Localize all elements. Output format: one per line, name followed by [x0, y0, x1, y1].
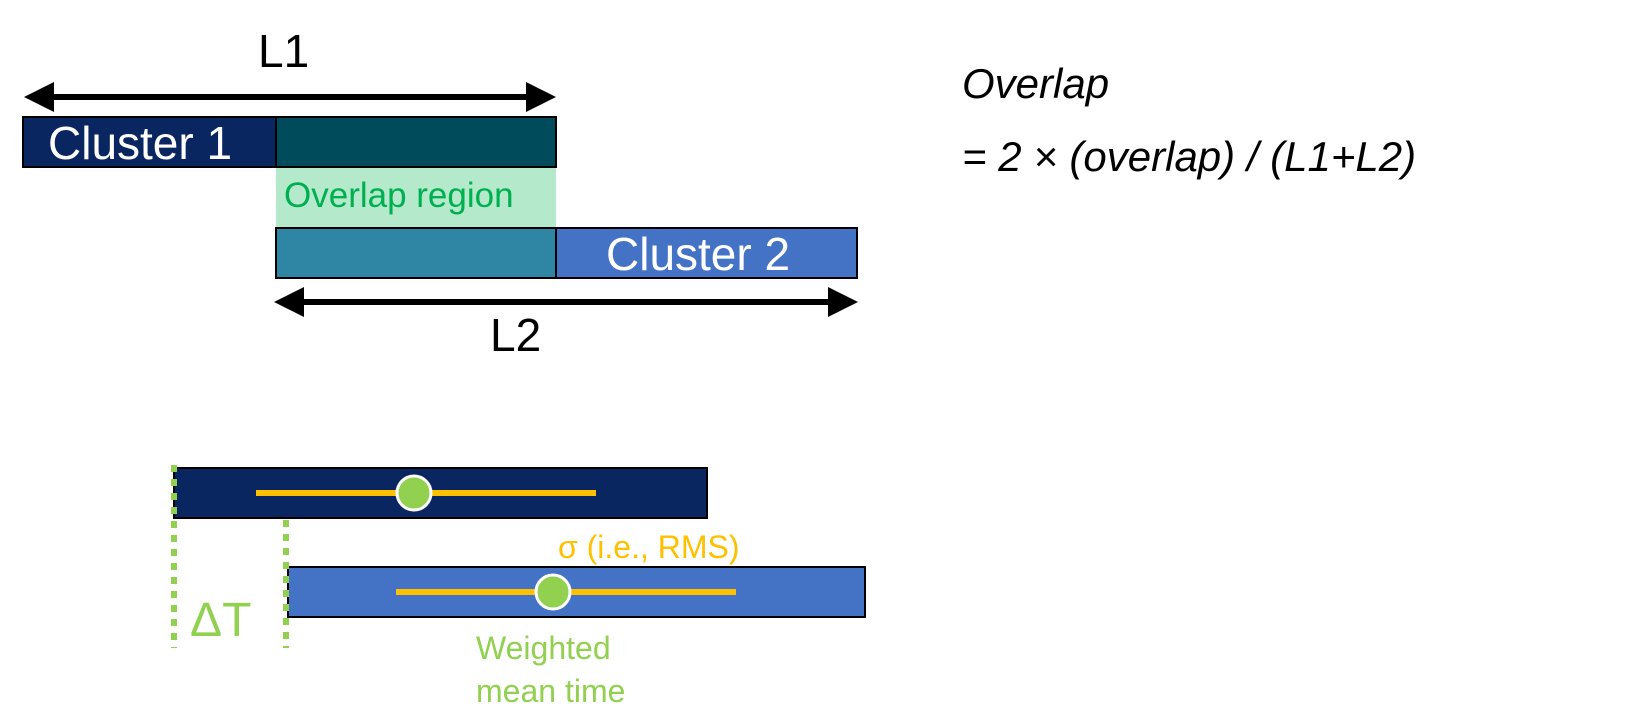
mean-time-dot-2 — [534, 573, 572, 611]
cluster1-bar — [22, 116, 277, 168]
sigma-label: σ (i.e., RMS) — [558, 529, 740, 565]
l1-label: L1 — [258, 25, 310, 77]
overlap-region — [276, 168, 556, 228]
formula-expression: = 2 × (overlap) / (L1+L2) — [962, 133, 1417, 180]
cluster1-overlap-segment — [275, 116, 557, 168]
l2-label: L2 — [490, 309, 542, 361]
cluster2-bar — [555, 227, 858, 279]
mean-time-dot-1 — [395, 474, 433, 512]
l2-arrow — [274, 287, 858, 317]
overlap-region-label: Overlap region — [284, 176, 514, 215]
cluster2-overlap-segment — [275, 227, 557, 279]
delta-t-label: ΔT — [190, 594, 252, 647]
cluster2-label: Cluster 2 — [606, 228, 791, 280]
formula-title: Overlap — [962, 60, 1110, 107]
l1-arrow — [24, 82, 556, 112]
mean-time-label-line1: Weighted — [476, 630, 611, 666]
mean-time-label-line2: mean time — [476, 673, 626, 709]
cluster1-label: Cluster 1 — [48, 117, 233, 169]
